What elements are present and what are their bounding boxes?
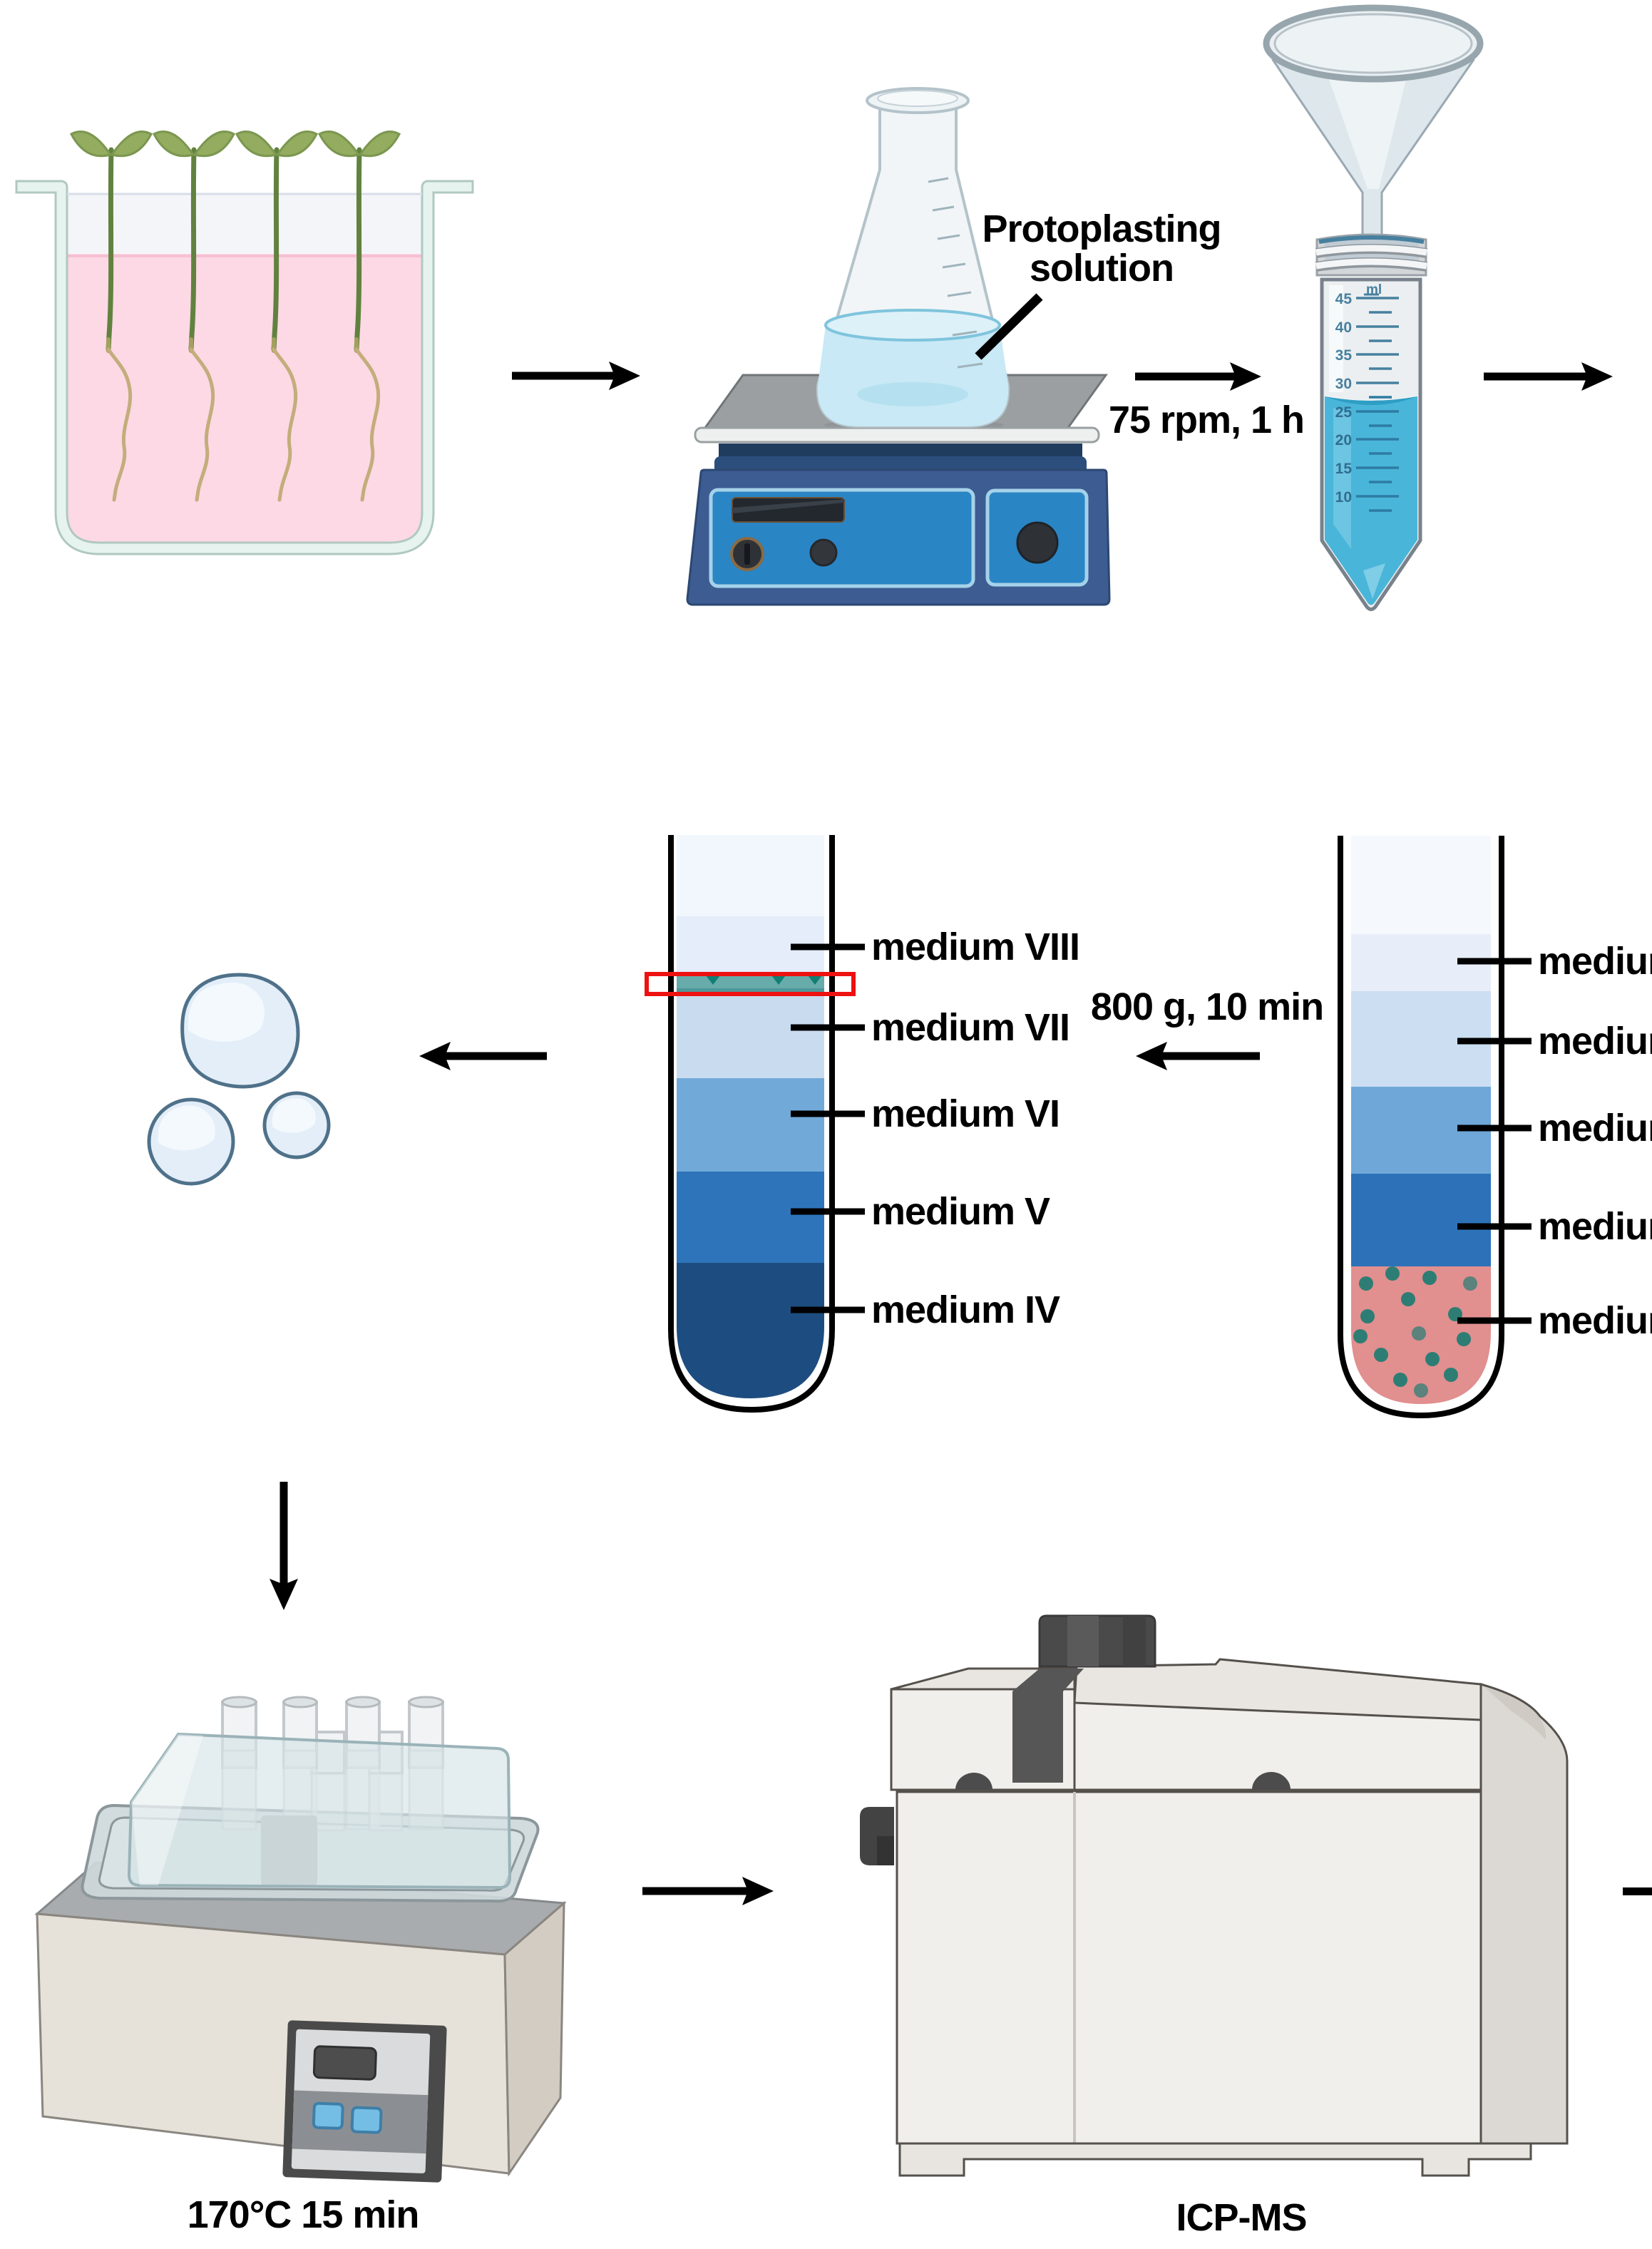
svg-text:170°C 15 min: 170°C 15 min xyxy=(188,2193,419,2236)
svg-text:medium IV: medium IV xyxy=(871,1289,1060,1331)
svg-text:800 g, 10 min: 800 g, 10 min xyxy=(1091,985,1323,1028)
svg-text:75 rpm, 1 h: 75 rpm, 1 h xyxy=(1109,399,1304,441)
svg-text:medium VIII: medium VIII xyxy=(871,926,1079,968)
svg-text:medium VI: medium VI xyxy=(871,1092,1060,1135)
svg-text:medium VIII: medium VIII xyxy=(1538,940,1652,983)
svg-text:medium V: medium V xyxy=(871,1190,1050,1233)
svg-text:solution: solution xyxy=(1030,247,1174,290)
svg-text:25: 25 xyxy=(1335,404,1353,421)
svg-text:medium IV: medium IV xyxy=(1538,1299,1652,1342)
svg-text:medium VII: medium VII xyxy=(1538,1020,1652,1062)
svg-text:30: 30 xyxy=(1335,376,1352,392)
svg-text:20: 20 xyxy=(1335,432,1352,449)
svg-text:10: 10 xyxy=(1335,489,1352,506)
svg-text:Protoplasting: Protoplasting xyxy=(983,208,1221,250)
svg-text:15: 15 xyxy=(1335,461,1353,477)
svg-text:ICP-MS: ICP-MS xyxy=(1176,2196,1307,2239)
svg-text:medium V: medium V xyxy=(1538,1205,1652,1248)
svg-text:45: 45 xyxy=(1335,291,1353,307)
svg-text:medium VI: medium VI xyxy=(1538,1107,1652,1149)
svg-text:medium VII: medium VII xyxy=(871,1006,1069,1049)
svg-text:40: 40 xyxy=(1335,319,1352,336)
svg-text:35: 35 xyxy=(1335,347,1353,364)
